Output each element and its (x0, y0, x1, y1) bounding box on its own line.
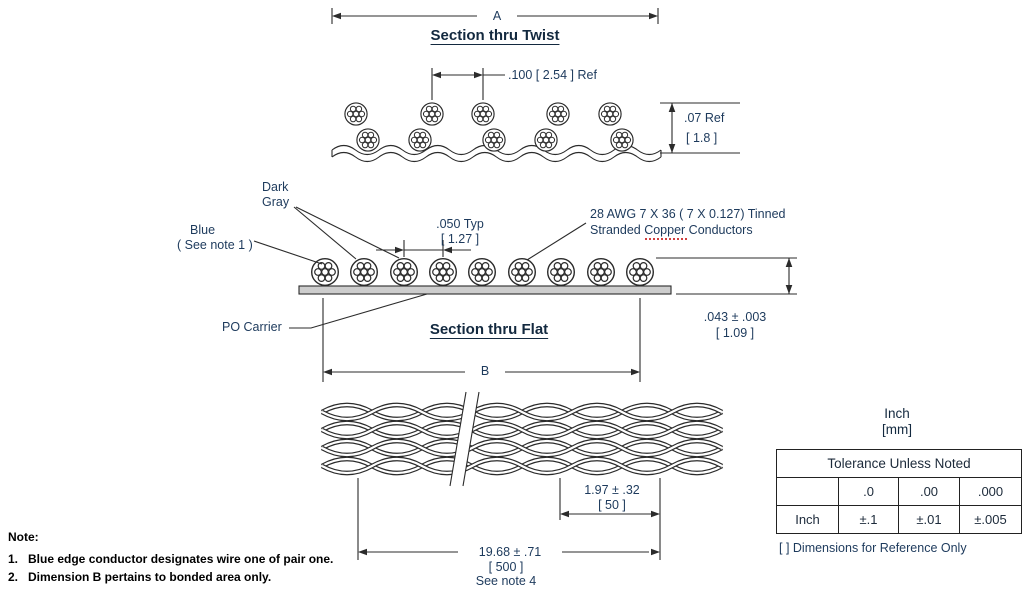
conductor-circle (420, 102, 444, 126)
conductor-callout-line2: Stranded Copper Conductors (590, 223, 753, 237)
conductor-circle (508, 258, 536, 286)
conductor-circle (587, 258, 615, 286)
conductor-circle (344, 102, 368, 126)
dim-twist-height (660, 102, 740, 154)
conductor-circle (390, 258, 418, 286)
inch-tolerance-row: Inch ±.1 ±.01 ±.005 (776, 505, 1022, 534)
conductor-circle (534, 128, 558, 152)
flat-section-title: Section thru Flat (429, 321, 549, 338)
conductor-circle (610, 128, 634, 152)
bond-length-dim-mm: [ 500 ] (488, 560, 524, 574)
dark-gray-leader-line-2 (295, 206, 400, 259)
tolerance-value-2: ±.005 (959, 505, 1022, 534)
bond-length-see-note: See note 4 (475, 574, 537, 588)
dark-gray-leader-line (293, 206, 357, 260)
precision-header-1: .00 (898, 477, 960, 506)
twist-lay-dim-mm: [ 50 ] (598, 498, 626, 512)
precision-header-row: .0 .00 .000 (776, 477, 1022, 506)
dim-flat-pitch (376, 240, 471, 257)
blue-callout-line1: Blue (190, 223, 216, 237)
spellcheck-underline (645, 238, 687, 240)
tolerance-value-0: ±.1 (838, 505, 899, 534)
conductor-circle (356, 128, 380, 152)
tolerance-header: Tolerance Unless Noted (776, 449, 1022, 478)
twist-lay-dim-inch: 1.97 ± .32 (584, 483, 640, 497)
notes-title: Note: (8, 530, 39, 544)
note-item-2: 2. Dimension B pertains to bonded area o… (8, 570, 272, 584)
conductor-leader-line (526, 222, 587, 261)
row-label-inch: Inch (776, 505, 839, 534)
flat-height-dim-inch: .043 ± .003 (703, 310, 767, 324)
dark-gray-callout-line2: Gray (262, 195, 290, 209)
flat-height-dim-mm: [ 1.09 ] (715, 326, 755, 340)
po-carrier-callout: PO Carrier (222, 320, 282, 334)
precision-header-0: .0 (838, 477, 899, 506)
po-carrier-strip (298, 285, 672, 295)
po-carrier-leader-line (289, 293, 428, 329)
twist-section-title: Section thru Twist (430, 27, 560, 44)
break-symbol (450, 392, 479, 486)
twist-section-drawing (331, 102, 662, 163)
units-box: Inch [mm] (847, 406, 947, 438)
blank-cell (776, 477, 839, 506)
callout-leaders (253, 206, 587, 329)
conductor-circle (547, 258, 575, 286)
blue-leader-line (253, 240, 323, 265)
twist-height-dim-mm: [ 1.8 ] (686, 131, 718, 145)
tolerance-table: Tolerance Unless Noted .0 .00 .000 Inch … (776, 449, 1022, 534)
conductor-circle (471, 102, 495, 126)
twist-pitch-dim: .100 [ 2.54 ] Ref (508, 68, 597, 82)
conductor-circle (626, 258, 654, 286)
flat-pitch-dim-inch: .050 Typ (436, 217, 484, 231)
conductor-circle (482, 128, 506, 152)
tolerance-header-row: Tolerance Unless Noted (776, 449, 1022, 478)
conductor-circle (598, 102, 622, 126)
conductor-circle-blue-edge (311, 258, 339, 286)
conductor-circle (429, 258, 457, 286)
note-item-1: 1. Blue edge conductor designates wire o… (8, 552, 334, 566)
dim-a-label: A (477, 9, 517, 23)
dark-gray-callout-line1: Dark (262, 180, 289, 194)
precision-header-2: .000 (959, 477, 1022, 506)
flat-pitch-dim-mm: [ 1.27 ] (440, 232, 480, 246)
dim-flat-height (656, 257, 797, 295)
conductor-callout-line1: 28 AWG 7 X 36 ( 7 X 0.127) Tinned (590, 207, 786, 221)
tolerance-value-1: ±.01 (898, 505, 960, 534)
reference-dimensions-footnote: [ ] Dimensions for Reference Only (779, 541, 967, 555)
braid-drawing (322, 391, 722, 487)
twist-height-dim-inch: .07 Ref (684, 111, 725, 125)
conductor-circle (546, 102, 570, 126)
blue-callout-line2: ( See note 1 ) (177, 238, 253, 252)
units-mm: [mm] (882, 422, 912, 437)
conductor-circle (350, 258, 378, 286)
dim-twist-pitch (431, 68, 505, 100)
bond-length-dim-inch: 19.68 ± .71 (458, 545, 562, 559)
flat-section-drawing (298, 258, 672, 295)
conductor-circle (408, 128, 432, 152)
units-inch: Inch (884, 406, 910, 421)
dim-b-label: B (465, 364, 505, 378)
dim-twist-lay (559, 478, 661, 560)
conductor-circle (468, 258, 496, 286)
